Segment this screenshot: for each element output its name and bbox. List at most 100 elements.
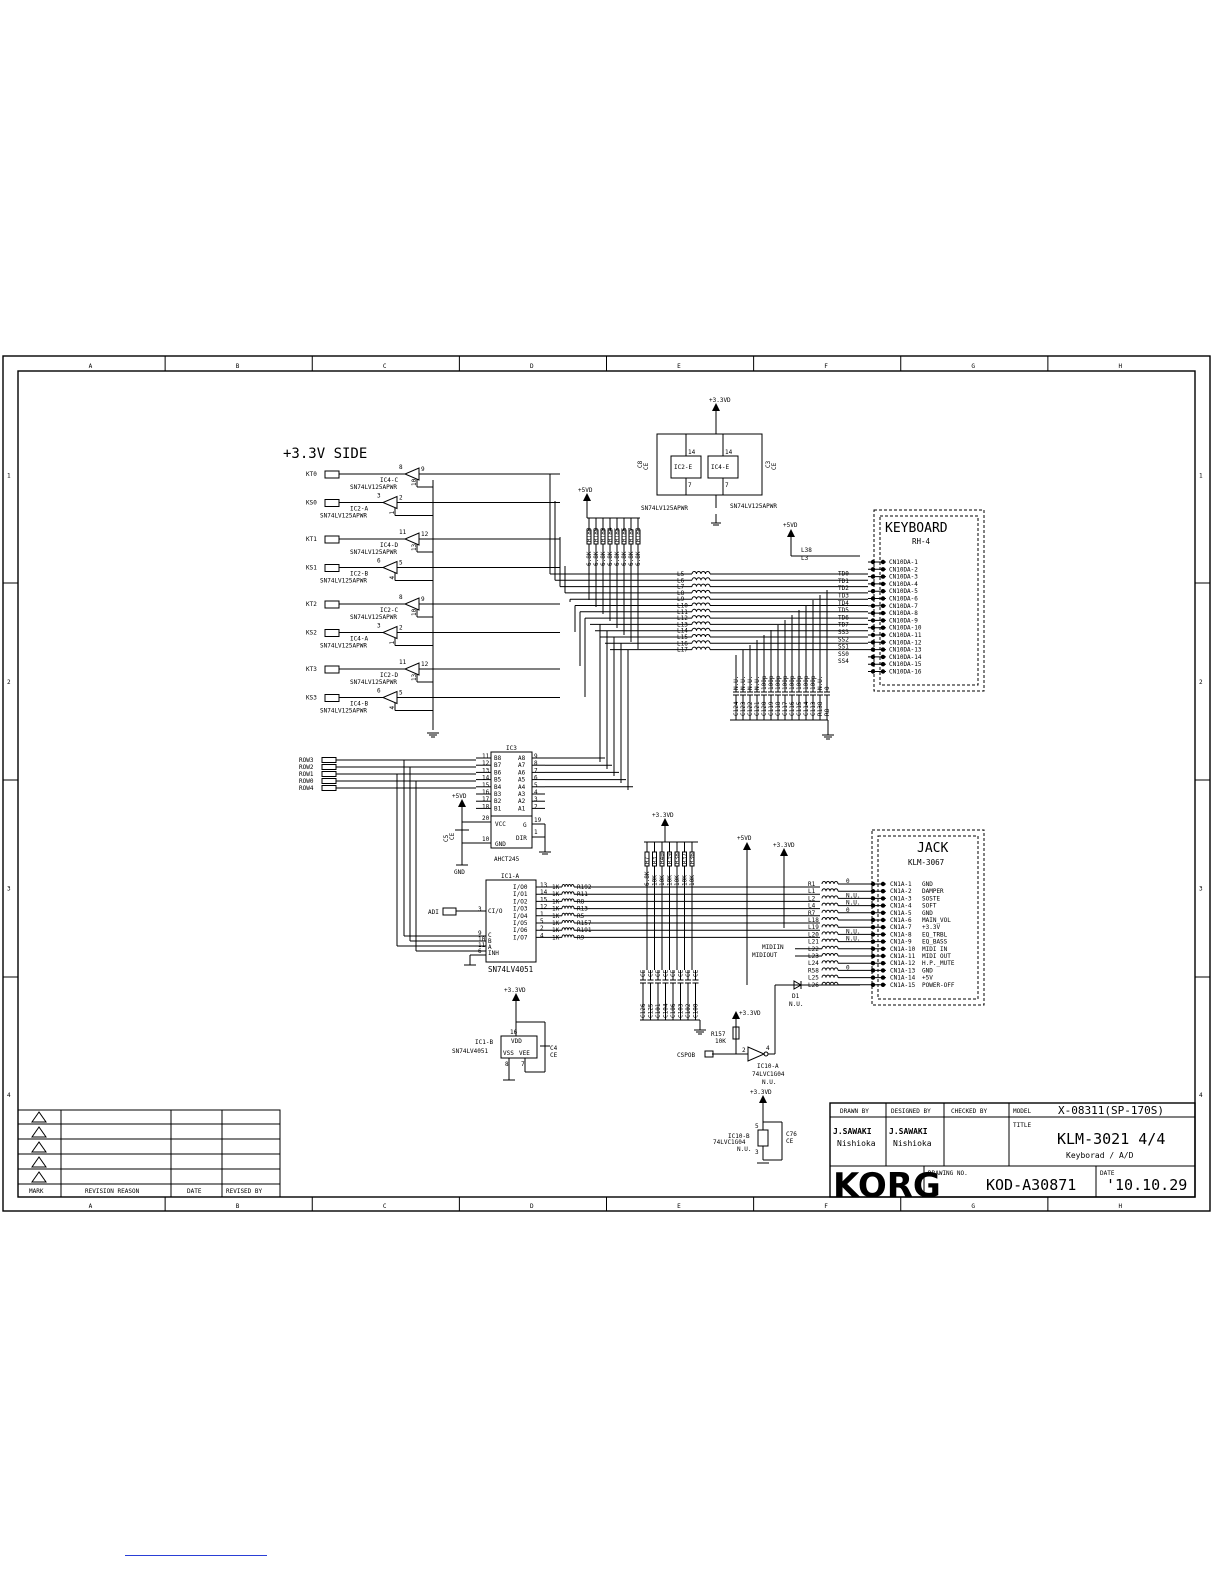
pin-label: 1 — [389, 641, 396, 645]
pin-name: VSS — [503, 1050, 514, 1057]
pin-label: 18 — [482, 803, 490, 810]
mid-res-rail-label: +3.3VD — [652, 812, 674, 819]
buffer-part-label: SN74LV125APWR — [320, 643, 367, 650]
pin-label: 12 — [540, 904, 548, 911]
inductor-ref: L18 — [808, 917, 819, 924]
cap-ref: C120 — [761, 701, 768, 716]
pin-label: 13 — [411, 543, 418, 551]
ic10b-part: 74LVC1G04 — [713, 1139, 746, 1146]
pin-label: 13 — [411, 673, 418, 681]
ic1b-block: +3.3VD IC1-B SN74LV4051 16 VDD VSS VEE 8… — [452, 987, 558, 1081]
pin-label: 11 — [399, 659, 407, 666]
cspob-label: CSPOB — [677, 1052, 695, 1059]
connector-pin-label: CN1A-2 — [890, 888, 912, 895]
inductor — [821, 945, 839, 949]
grid-column-label: A — [89, 1203, 93, 1210]
buffer-part-label: SN74LV125APWR — [320, 708, 367, 715]
pin-name: INH — [488, 950, 499, 957]
inductor-ref: L2 — [808, 895, 816, 902]
row-signal-label: ROW4 — [299, 785, 314, 792]
pin-label: 2 — [534, 803, 538, 810]
pin-name: B2 — [494, 798, 502, 805]
pin-name: B5 — [494, 777, 502, 784]
pin-label: 12 — [482, 760, 490, 767]
cap-value: CE — [663, 969, 670, 977]
connector-signal-label: TD5 — [838, 607, 849, 614]
cap-value: 100p — [775, 675, 782, 690]
grid-column-label: C — [383, 363, 387, 370]
buffer-unit-label: IC4-A — [350, 636, 368, 643]
drawing-title: KLM-3021 4/4 — [1057, 1130, 1165, 1148]
connector-pin-label: CN1A-3 — [890, 895, 912, 902]
signal-port — [324, 629, 340, 637]
signal-name: KT3 — [306, 666, 317, 673]
r157-value: 10K — [715, 1038, 726, 1045]
signal-port — [324, 535, 340, 544]
connector-signal-label: SS1 — [838, 644, 849, 651]
triangle-icon — [31, 1111, 47, 1123]
pin-label: 19 — [534, 817, 542, 824]
resistor-ref: R180 — [586, 527, 593, 542]
cap-ref: C103 — [678, 1003, 685, 1018]
signal-name: KS0 — [306, 500, 317, 507]
connector-function-label: EQ_TRBL — [922, 931, 948, 938]
r157-rail-label: +3.3VD — [739, 1010, 761, 1017]
ic3-rail-label: +5VD — [452, 793, 467, 800]
triangle-icon — [31, 1171, 47, 1183]
pin-label: 3 — [755, 1149, 759, 1156]
signal-port — [324, 470, 340, 479]
cap-ref: C102 — [685, 1003, 692, 1018]
jack-connector-model: KLM-3067 — [908, 858, 944, 867]
cap-c3-label: C3 — [765, 460, 772, 468]
pin-label: 12 — [421, 531, 429, 538]
resistor-value: 6.8K — [593, 551, 600, 566]
connector-pin-label: CN10DA-3 — [889, 574, 918, 581]
footer-link-underline[interactable] — [125, 1555, 267, 1556]
power-block-rail-label: +3.3VD — [709, 397, 731, 404]
inductor — [691, 577, 711, 581]
grid-column-label: B — [236, 1203, 240, 1210]
connector-signal-label: TD0 — [838, 571, 849, 578]
signal-name: KS1 — [306, 565, 317, 572]
ic1b-name: IC1-B — [475, 1039, 493, 1046]
grid-column-label: E — [677, 1203, 681, 1210]
jack-connector-title: JACK — [917, 841, 948, 856]
cap-ref: C122 — [747, 701, 754, 716]
cap-ref: C124 — [733, 701, 740, 716]
inductor — [821, 902, 839, 906]
cap-ref: C114 — [803, 701, 810, 716]
pin-label: 5 — [399, 690, 403, 697]
grid-row-label: 1 — [7, 472, 11, 479]
inductor-mark: 0 — [846, 964, 850, 971]
pin-label: 4 — [766, 1045, 770, 1052]
cap-ref: C117 — [782, 701, 789, 716]
pin-name: B — [488, 938, 492, 945]
ic3-part: AHCT245 — [494, 856, 520, 863]
cap-value-left: CE — [643, 462, 650, 470]
inductor — [691, 634, 711, 638]
cap-ref: C100 — [693, 1003, 700, 1018]
connector-pin-label: CN1A-6 — [890, 917, 912, 924]
pin-name: I/O2 — [513, 898, 528, 905]
buffer-part-label: SN74LV125APWR — [350, 679, 397, 686]
grid-column-label: F — [824, 363, 828, 370]
pin-name: I/O6 — [513, 927, 528, 934]
designed-by-label: DESIGNED BY — [891, 1108, 931, 1115]
resistor-value: 10K — [667, 875, 674, 886]
inductor — [821, 931, 839, 935]
connector-function-label: POWER-OFF — [922, 982, 955, 989]
inductor-label: L38 — [801, 547, 812, 554]
pin-name: VCC — [495, 821, 506, 828]
connector-function-label: +3.3V — [922, 924, 940, 931]
cap-value: 100p — [782, 675, 789, 690]
pin-name: B1 — [494, 805, 502, 812]
pin-label: 17 — [482, 796, 490, 803]
grid-column-label: D — [530, 363, 534, 370]
inductor — [691, 621, 711, 625]
ic1b-part: SN74LV4051 — [452, 1048, 489, 1055]
adi-label: ADI — [428, 909, 439, 916]
pin-name: A — [488, 944, 492, 951]
top-res-rail-label: +5VD — [578, 487, 593, 494]
pin-name: I/O0 — [513, 884, 528, 891]
